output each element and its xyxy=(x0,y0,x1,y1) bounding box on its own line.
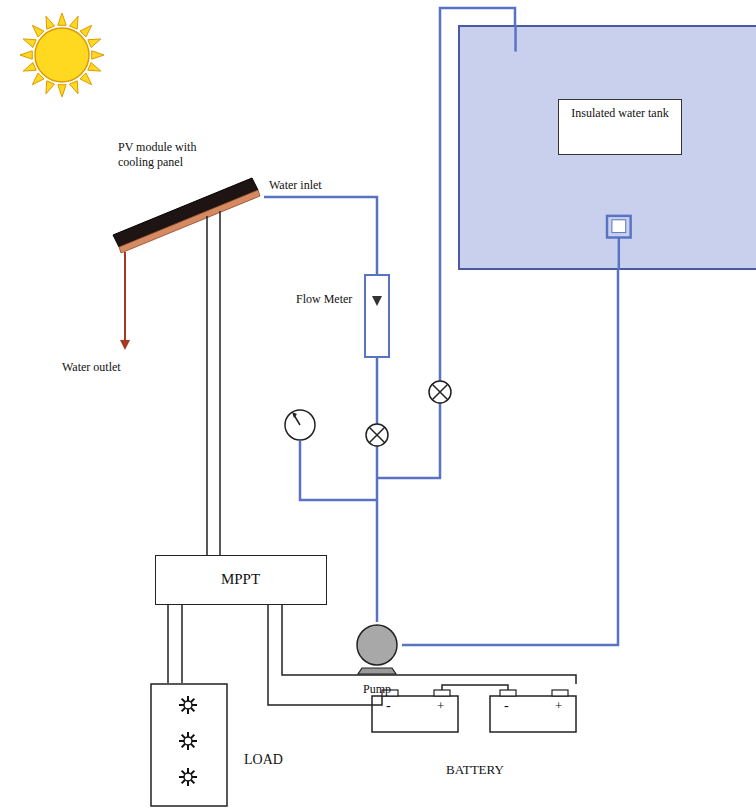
terminal-sign: + xyxy=(555,698,562,714)
terminal-sign: - xyxy=(386,698,391,715)
electric-wire xyxy=(268,605,576,705)
valve-symbol xyxy=(366,424,388,446)
pressure-gauge xyxy=(285,410,315,440)
pv-graphic xyxy=(108,136,264,262)
node-label: Flow Meter xyxy=(296,292,360,307)
load-box: LOAD xyxy=(150,683,300,807)
node-label: PV module with cooling panel xyxy=(118,140,228,170)
node-label: MPPT xyxy=(221,570,260,589)
electric-wire xyxy=(168,605,182,683)
edge-label: Water inlet xyxy=(268,178,323,192)
node-label: LOAD xyxy=(244,751,283,769)
gauge-pipe xyxy=(300,441,377,500)
mppt-box: MPPT xyxy=(155,555,327,605)
pump: Pump xyxy=(352,622,402,700)
pv-module: PV module with cooling panel xyxy=(108,136,264,262)
water-pipe xyxy=(376,358,379,622)
sun-icon xyxy=(20,13,104,97)
node-label: BATTERY xyxy=(446,762,504,778)
electric-wire xyxy=(207,262,220,555)
flow-meter: Flow Meter xyxy=(296,274,390,358)
outlet-pipe xyxy=(124,252,126,342)
terminal-sign: - xyxy=(504,698,509,715)
water-pipe xyxy=(402,270,618,645)
valve-symbol xyxy=(429,381,451,403)
outlet-arrowhead xyxy=(120,340,130,350)
terminal-sign: + xyxy=(437,698,444,714)
battery-bank: BATTERY xyxy=(368,684,582,784)
node-label: Pump xyxy=(363,682,391,697)
water-pipe xyxy=(264,197,377,274)
node-label: Insulated water tank xyxy=(558,99,682,155)
load-graphic xyxy=(150,683,300,807)
meter-graphic xyxy=(296,274,390,358)
outlet-label: Water outlet xyxy=(62,360,121,374)
water-tank: Insulated water tank xyxy=(458,25,756,270)
